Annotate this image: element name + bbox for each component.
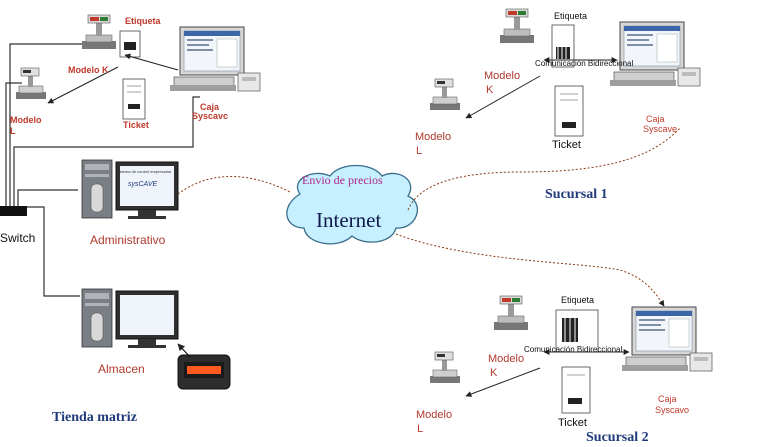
s1-pos-terminal-icon (609, 21, 701, 87)
s1-modelo-l-label-1: Modelo (415, 131, 452, 143)
s1-ticket-label: Ticket (552, 139, 581, 151)
s1-etiqueta-label: Etiqueta (554, 11, 588, 21)
s1-scale-modelo-l-icon (429, 78, 461, 111)
switch-device (0, 206, 27, 216)
s2-comunicacion-label: Comunicación Bidireccional (524, 345, 623, 354)
s2-scale-modelo-k-icon (493, 295, 529, 331)
matriz-caja-label-2: Syscavc (192, 111, 229, 121)
s2-ticket-label: Ticket (558, 417, 587, 429)
s1-modelo-k-label-1: Modelo (484, 70, 521, 82)
matriz-caja-label-1: Caja (200, 102, 220, 112)
admin-screen-line1: Sistema de control empresarial (116, 169, 172, 174)
admin-screen-line2: sysCAVE (128, 181, 158, 188)
almacen-label: Almacen (98, 362, 145, 376)
s2-modelo-k-label-2: K (490, 367, 498, 379)
ticket-icon (122, 78, 146, 120)
label-etiqueta-icon (119, 30, 141, 58)
tienda-matriz-title: Tienda matriz (52, 410, 137, 425)
s2-ticket-icon (561, 366, 591, 414)
matriz-lan-cables (5, 43, 200, 297)
scale-modelo-k-icon (81, 14, 117, 50)
administrativo-label: Administrativo (90, 233, 166, 247)
arrow-to-modelo-l (47, 66, 119, 104)
s1-modelo-k-label-2: K (486, 84, 494, 96)
matriz-ticket-label: Ticket (123, 120, 149, 130)
s1-modelo-l-label-2: L (416, 145, 423, 157)
s2-arrow-to-modelo-l (465, 367, 541, 397)
handheld-terminal-icon (177, 343, 231, 390)
matriz-modelo-l-label-1: Modelo (10, 115, 42, 125)
s1-scale-modelo-k-icon (499, 8, 535, 44)
s2-label-etiqueta-icon (555, 309, 599, 353)
s1-label-etiqueta-icon (551, 24, 575, 68)
wan-links (177, 127, 681, 307)
s2-caja-label-1: Caja (658, 394, 677, 404)
internet-cloud-icon (286, 164, 418, 245)
arrow-pos-to-modelo-k (124, 53, 179, 71)
s2-pos-terminal-icon (621, 306, 713, 372)
envio-precios-label: Envio de precios (302, 173, 383, 187)
s2-modelo-l-label-1: Modelo (416, 409, 453, 421)
s2-etiqueta-label: Etiqueta (561, 295, 595, 305)
s1-caja-label-2: Syscave (643, 124, 678, 134)
pos-terminal-icon (169, 26, 261, 92)
internet-label: Internet (316, 208, 382, 232)
sucursal2-title: Sucursal 2 (586, 430, 649, 445)
sucursal1-title: Sucursal 1 (545, 187, 608, 202)
s2-caja-label-2: Syscavo (655, 405, 690, 415)
s2-scale-modelo-l-icon (429, 351, 461, 384)
matriz-modelo-k-label: Modelo K (68, 65, 109, 75)
s1-caja-label-1: Caja (646, 114, 665, 124)
almacen-computer-icon (81, 288, 179, 349)
s2-modelo-l-label-2: L (417, 423, 424, 435)
s1-comunicacion-label: Comunicación Bidireccional (535, 59, 634, 68)
s1-arrow-to-modelo-l (465, 75, 541, 119)
s2-modelo-k-label-1: Modelo (488, 353, 525, 365)
switch-label: Switch (0, 231, 36, 245)
matriz-modelo-l-label-2: L (10, 126, 16, 136)
matriz-etiqueta-label: Etiqueta (125, 16, 161, 26)
s1-ticket-icon (554, 85, 584, 137)
